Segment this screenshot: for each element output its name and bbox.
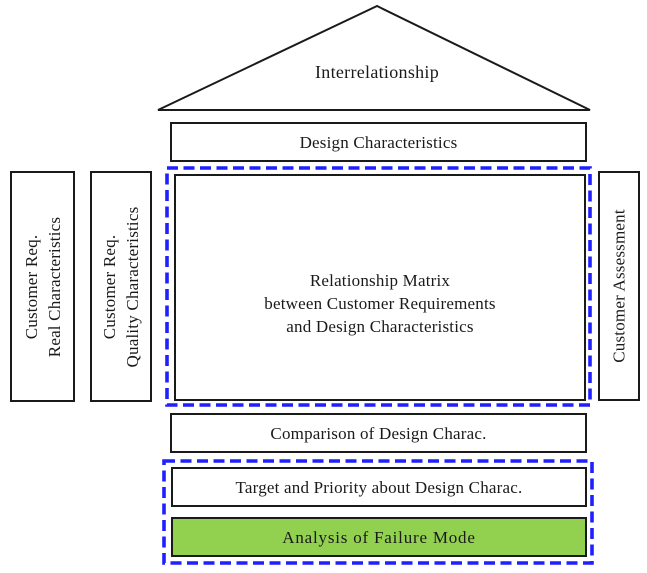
relationship-matrix-box: Relationship Matrix between Customer Req… — [174, 174, 586, 401]
customer-assessment-label: Customer Assessment — [609, 209, 629, 363]
design-characteristics-label: Design Characteristics — [299, 132, 458, 152]
design-characteristics-box: Design Characteristics — [170, 122, 587, 162]
relationship-matrix-line3: and Design Characteristics — [286, 317, 474, 336]
vertical-label-line: Quality Characteristics — [123, 206, 142, 367]
customer-req-real-characteristics-label: Customer Req. Real Characteristics — [20, 174, 66, 400]
comparison-of-design-charac-label: Comparison of Design Charac. — [270, 423, 487, 443]
customer-req-quality-characteristics-label: Customer Req. Quality Characteristics — [98, 174, 144, 400]
bottom-dashed-border — [162, 459, 594, 565]
roof-label: Interrelationship — [314, 62, 440, 82]
vertical-label-line: Customer Req. — [100, 234, 119, 339]
relationship-matrix-line1: Relationship Matrix — [309, 271, 451, 290]
comparison-of-design-charac-box: Comparison of Design Charac. — [170, 413, 587, 453]
target-and-priority-box: Target and Priority about Design Charac. — [171, 467, 587, 507]
vertical-label-line: Customer Req. — [21, 234, 41, 339]
customer-req-quality-characteristics-box: Customer Req. Quality Characteristics — [90, 171, 152, 402]
customer-req-real-characteristics-box: Customer Req. Real Characteristics — [10, 171, 75, 402]
relationship-matrix-line2: between Customer Requirements — [264, 294, 496, 313]
vertical-label-line: Real Characteristics — [44, 216, 64, 357]
analysis-of-failure-mode-box: Analysis of Failure Mode — [171, 517, 587, 557]
analysis-of-failure-mode-label: Analysis of Failure Mode — [282, 527, 476, 547]
target-and-priority-label: Target and Priority about Design Charac. — [235, 477, 523, 497]
customer-assessment-box: Customer Assessment — [598, 171, 640, 401]
roof-triangle — [157, 4, 591, 111]
